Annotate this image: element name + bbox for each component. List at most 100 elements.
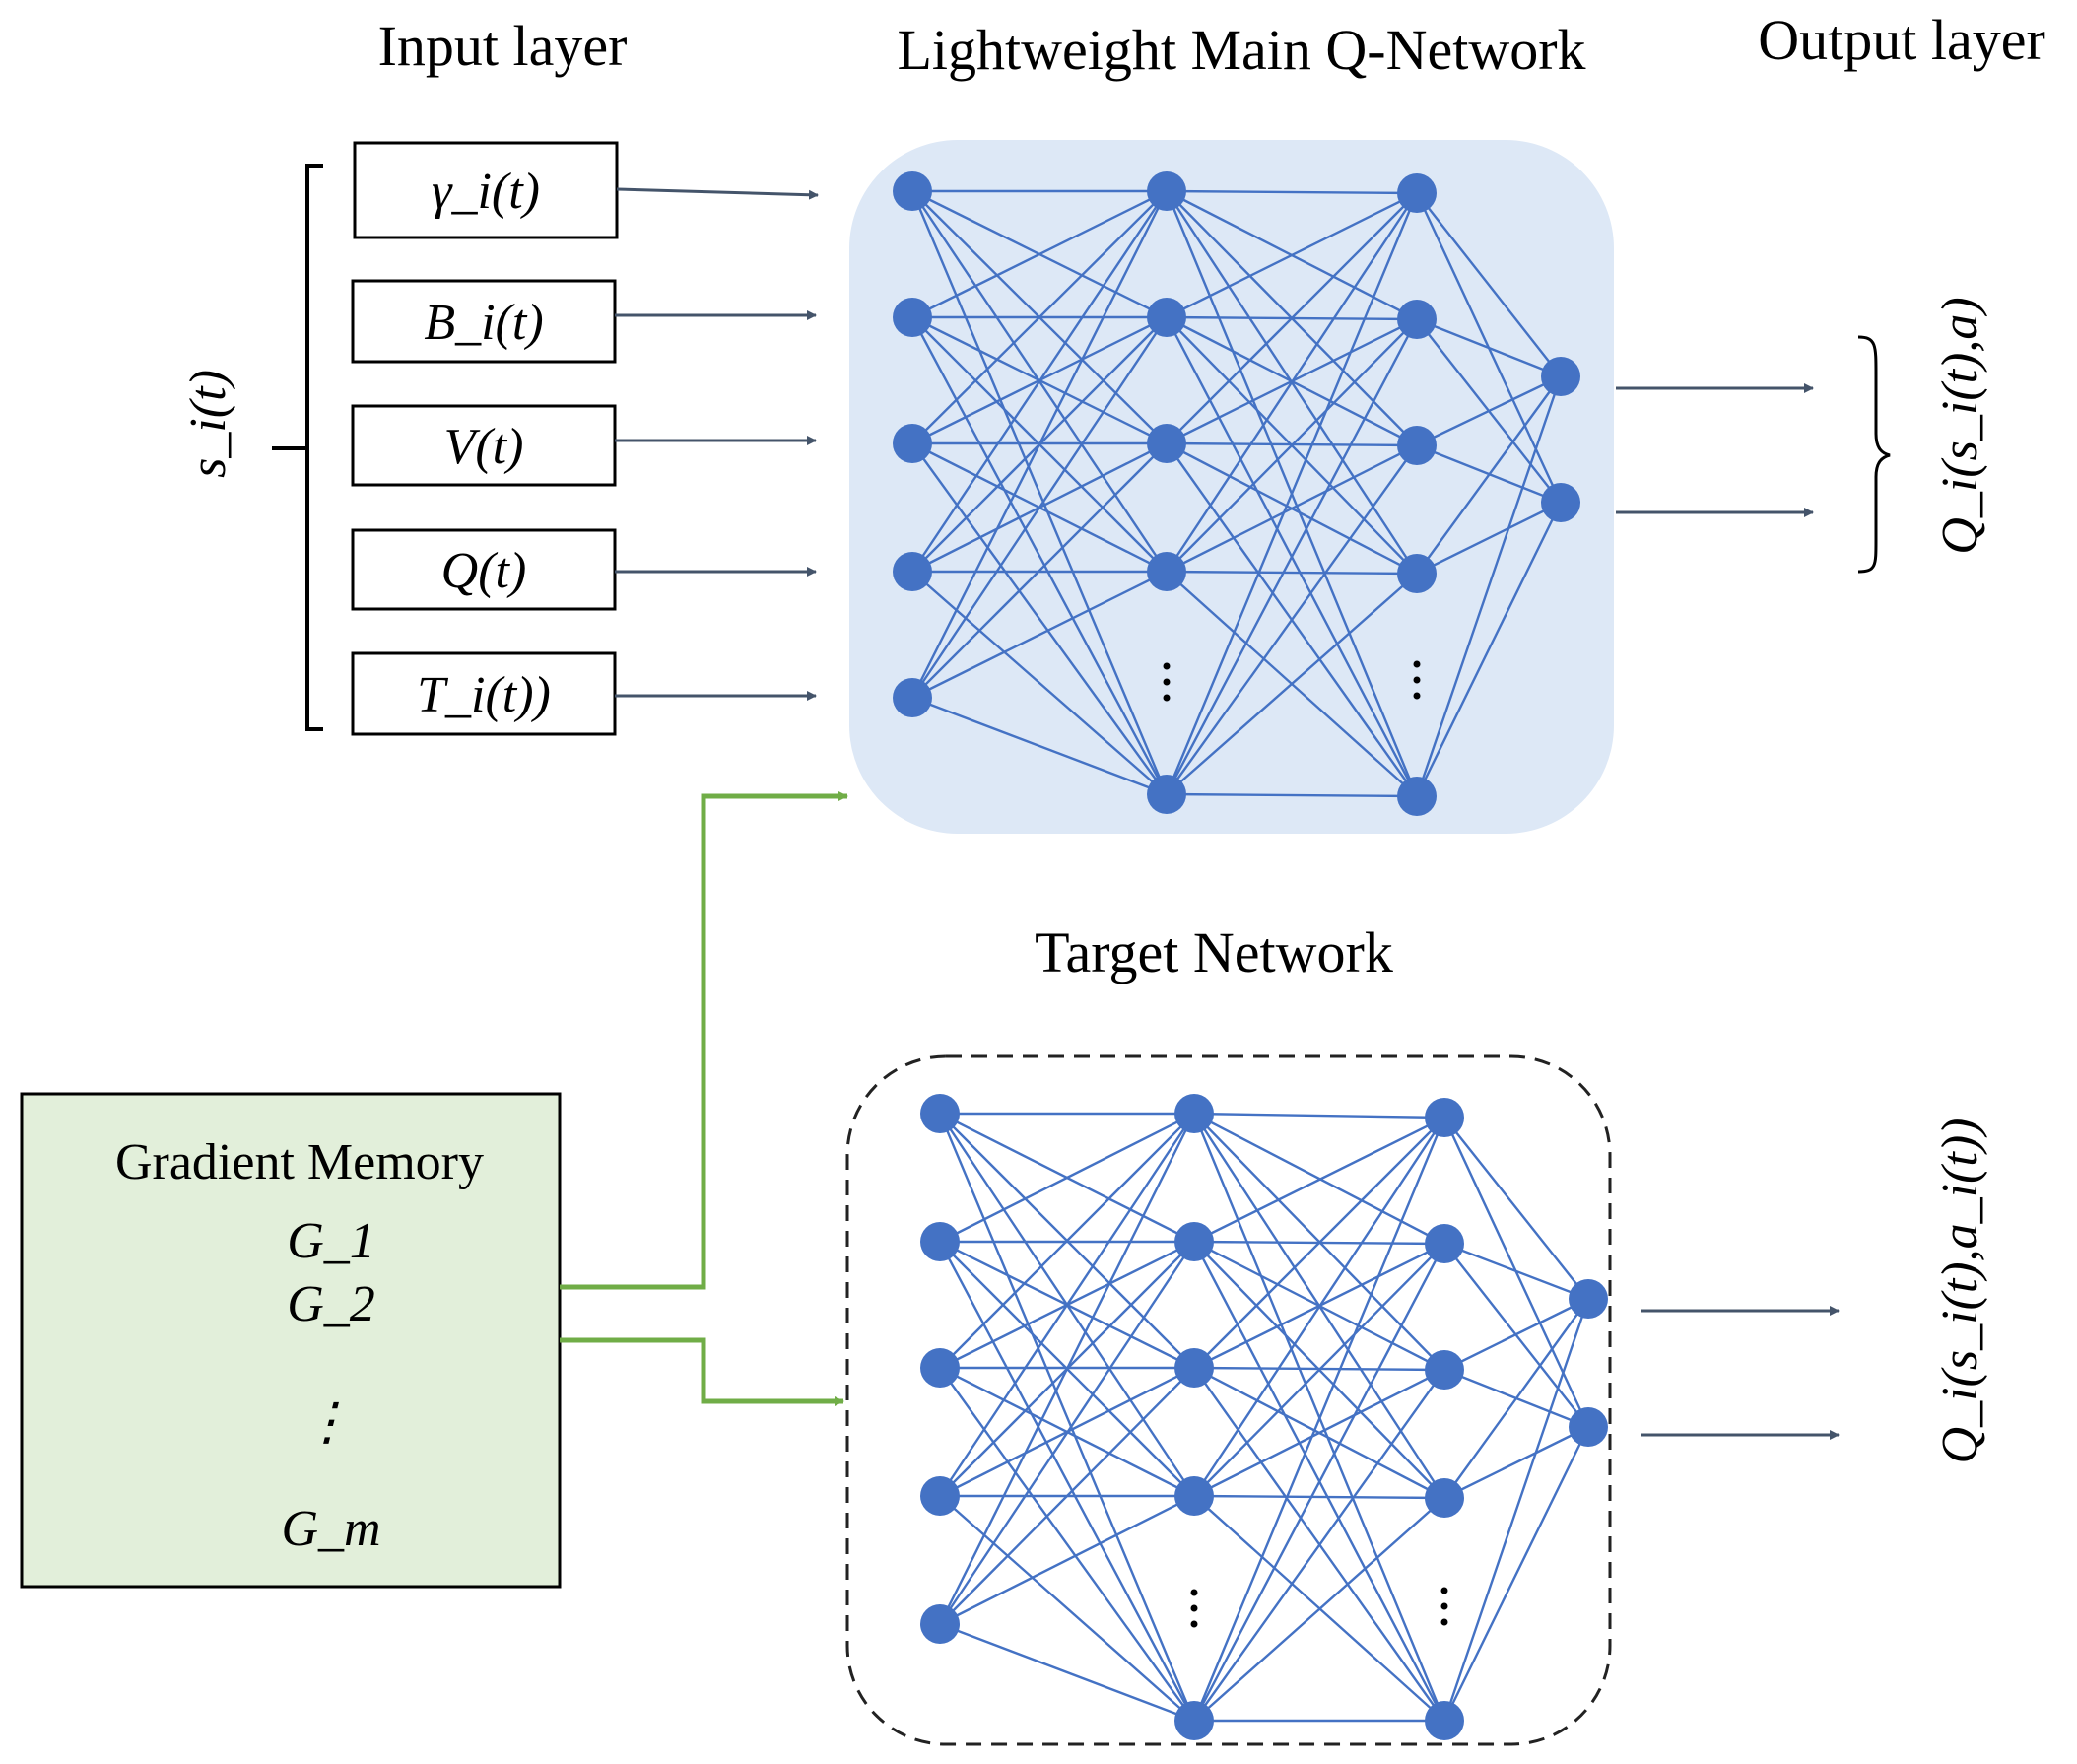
output-brace [1857, 335, 1891, 574]
network-edge [911, 316, 1168, 699]
ellipsis-dot [1163, 694, 1171, 702]
network-node [893, 298, 932, 337]
network-edge [939, 1622, 1195, 1723]
network-node [920, 1094, 960, 1133]
network-edge [910, 190, 1169, 795]
network-node [893, 424, 932, 463]
ellipsis-dot [1440, 1602, 1448, 1610]
network-node [1541, 483, 1580, 522]
network-node [893, 552, 932, 591]
network-edge [1193, 1116, 1445, 1244]
network-node [1397, 300, 1437, 339]
network-node [1174, 1701, 1214, 1740]
network-node [1541, 357, 1580, 396]
network-edge [911, 190, 1168, 573]
network-node [1425, 1350, 1464, 1390]
input-box: γ_i(t) [353, 141, 819, 239]
network-edge [1193, 1368, 1445, 1498]
network-edge [1416, 374, 1562, 447]
network-edge [1415, 502, 1563, 797]
network-edge [1193, 1117, 1445, 1369]
target-network-heading: Target Network [1035, 920, 1393, 984]
output-layer-heading: Output layer [1758, 8, 2045, 72]
network-edge [1443, 1297, 1589, 1372]
network-node [1425, 1701, 1464, 1740]
network-edge [1192, 1117, 1446, 1497]
input-box: T_i(t)) [351, 651, 817, 736]
ellipsis-dot [1190, 1589, 1198, 1596]
gradient-memory-box [20, 1092, 562, 1589]
ellipsis-dot [1413, 660, 1421, 668]
network-edge [939, 1494, 1195, 1626]
network-edge [1166, 318, 1418, 573]
network-edge [1166, 570, 1418, 576]
state-label: s_i(t) [180, 370, 236, 478]
network-edge [1416, 192, 1562, 377]
network-edge [911, 571, 1168, 795]
network-node [1174, 1094, 1214, 1133]
network-edge [1166, 573, 1418, 795]
network-edge [1193, 1243, 1445, 1497]
network-edge [1443, 1298, 1589, 1499]
input-label: B_i(t) [424, 295, 543, 351]
network-edges [910, 189, 1563, 798]
network-node [1397, 777, 1437, 816]
network-edge [1416, 375, 1562, 575]
state-group: s_i(t) [180, 164, 323, 731]
network-edge [1193, 1494, 1445, 1500]
input-label: γ_i(t) [432, 164, 540, 220]
main-output-label: Q_i(s_i(t),a) [1932, 297, 1988, 554]
network-node [1147, 298, 1186, 337]
network-edge [938, 1113, 1196, 1625]
network-edge [1192, 1117, 1446, 1722]
network-edge [911, 570, 1168, 700]
target-network [920, 1094, 1608, 1740]
network-edge [1442, 1426, 1590, 1722]
network-edge [939, 1112, 1195, 1244]
gradient-item: G_2 [287, 1276, 375, 1332]
gradient-memory-title: Gradient Memory [115, 1134, 484, 1190]
input-box: V(t) [351, 404, 817, 487]
network-edge [1166, 191, 1418, 319]
network-node [920, 1222, 960, 1261]
network-node [1174, 1348, 1214, 1388]
gradient-memory: Gradient Memory G_1 G_2 ⋮ G_m [20, 1092, 562, 1589]
input-boxes: γ_i(t) B_i(t) V(t) Q(t) T_i(t)) [351, 141, 819, 736]
network-edge [1415, 375, 1563, 797]
ellipsis-dot [1413, 692, 1421, 700]
gradient-item: G_1 [287, 1213, 375, 1269]
network-edge [1165, 318, 1419, 795]
network-node [1425, 1478, 1464, 1518]
network-edge [1193, 1369, 1445, 1722]
network-node [1147, 552, 1186, 591]
network-edge [910, 190, 1169, 699]
network-edge [939, 1495, 1195, 1722]
network-node [1147, 775, 1186, 814]
network-edge [938, 1113, 1196, 1722]
network-edge [1416, 501, 1562, 576]
network-edge [939, 1113, 1195, 1369]
network-edge [1166, 192, 1418, 444]
network-edge [911, 189, 1168, 319]
network-node [1147, 171, 1186, 211]
network-node [1397, 426, 1437, 465]
network-edge [939, 1241, 1195, 1625]
network-edge [1165, 192, 1419, 573]
network-edge [911, 442, 1168, 699]
input-box: B_i(t) [351, 279, 817, 364]
network-edge [938, 1241, 1196, 1722]
network-edge [1443, 1242, 1589, 1301]
network-node [1174, 1476, 1214, 1516]
network-edge [939, 1113, 1195, 1497]
network-edge [1416, 317, 1562, 378]
ellipsis-dot [1440, 1587, 1448, 1594]
network-edge [1193, 1497, 1445, 1722]
network-node [1425, 1098, 1464, 1137]
network-node [893, 678, 932, 717]
network-node [1569, 1279, 1608, 1319]
input-label: V(t) [444, 419, 524, 475]
network-edge [911, 190, 1168, 444]
ellipsis-dot [1190, 1620, 1198, 1628]
network-edge [1442, 1298, 1590, 1722]
